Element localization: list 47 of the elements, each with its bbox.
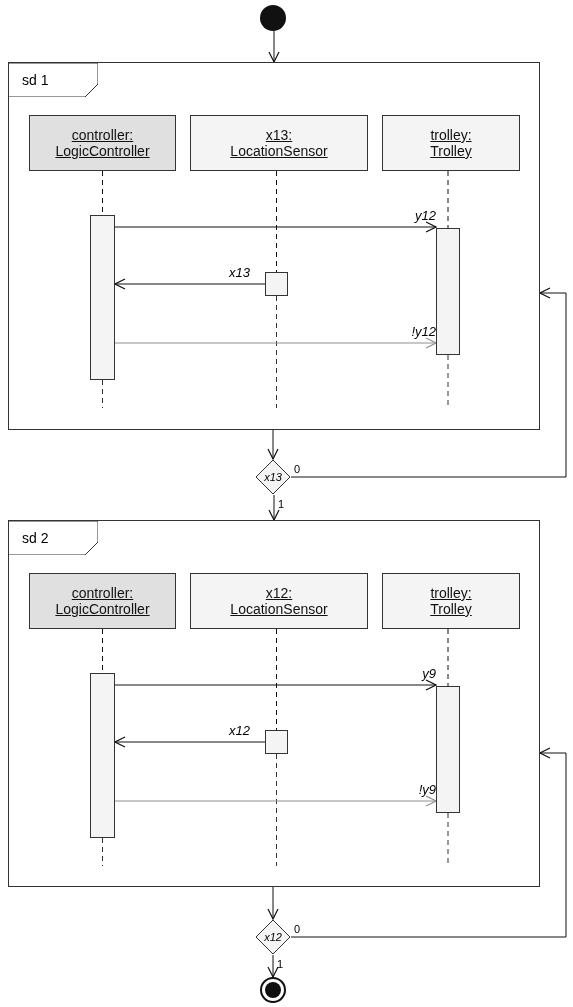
arrow bbox=[290, 287, 567, 478]
frame-tab: sd 1 bbox=[9, 63, 98, 97]
lifeline bbox=[447, 628, 449, 687]
arrow bbox=[114, 679, 437, 691]
sensor-box bbox=[265, 730, 288, 754]
edge-label: y9 bbox=[420, 667, 436, 681]
edge-label: !y12 bbox=[410, 325, 436, 339]
lifeline-head: x13: LocationSensor bbox=[190, 115, 368, 171]
frame-tab: sd 2 bbox=[9, 521, 98, 555]
arrow bbox=[268, 494, 280, 521]
lifeline bbox=[447, 170, 449, 229]
arrow bbox=[268, 30, 280, 63]
lifeline bbox=[276, 170, 277, 273]
edge-label: 1 bbox=[277, 958, 284, 970]
lifeline-head: trolley: Trolley bbox=[382, 573, 520, 629]
arrow bbox=[290, 747, 567, 938]
lifeline bbox=[276, 628, 277, 731]
start-node bbox=[260, 5, 286, 31]
lifeline-head: controller: LogicController bbox=[29, 573, 176, 629]
activation-bar bbox=[90, 673, 115, 838]
arrow bbox=[267, 954, 279, 978]
edge-label: x13 bbox=[228, 266, 250, 280]
sensor-box bbox=[265, 272, 288, 296]
arrow bbox=[114, 337, 437, 349]
arrow bbox=[114, 221, 437, 233]
edge-label: 0 bbox=[294, 463, 301, 475]
edge-label: y12 bbox=[413, 209, 436, 223]
decision-diamond: x13 bbox=[255, 459, 291, 495]
interaction-frame bbox=[8, 520, 540, 887]
arrow bbox=[267, 886, 279, 920]
interaction-frame bbox=[8, 62, 540, 430]
activation-bar bbox=[436, 686, 460, 813]
end-node bbox=[260, 977, 286, 1003]
edge-label: 0 bbox=[294, 923, 301, 935]
arrow bbox=[114, 795, 437, 807]
edge-label: 1 bbox=[278, 498, 285, 510]
activation-bar bbox=[90, 215, 115, 380]
edge-label: x12 bbox=[228, 724, 250, 738]
lifeline-head: controller: LogicController bbox=[29, 115, 176, 171]
decision-diamond: x12 bbox=[255, 919, 291, 955]
arrow bbox=[114, 736, 266, 748]
lifeline-head: x12: LocationSensor bbox=[190, 573, 368, 629]
lifeline-head: trolley: Trolley bbox=[382, 115, 520, 171]
arrow bbox=[114, 278, 266, 290]
arrow bbox=[267, 429, 279, 460]
edge-label: !y9 bbox=[417, 783, 436, 797]
activation-bar bbox=[436, 228, 460, 355]
